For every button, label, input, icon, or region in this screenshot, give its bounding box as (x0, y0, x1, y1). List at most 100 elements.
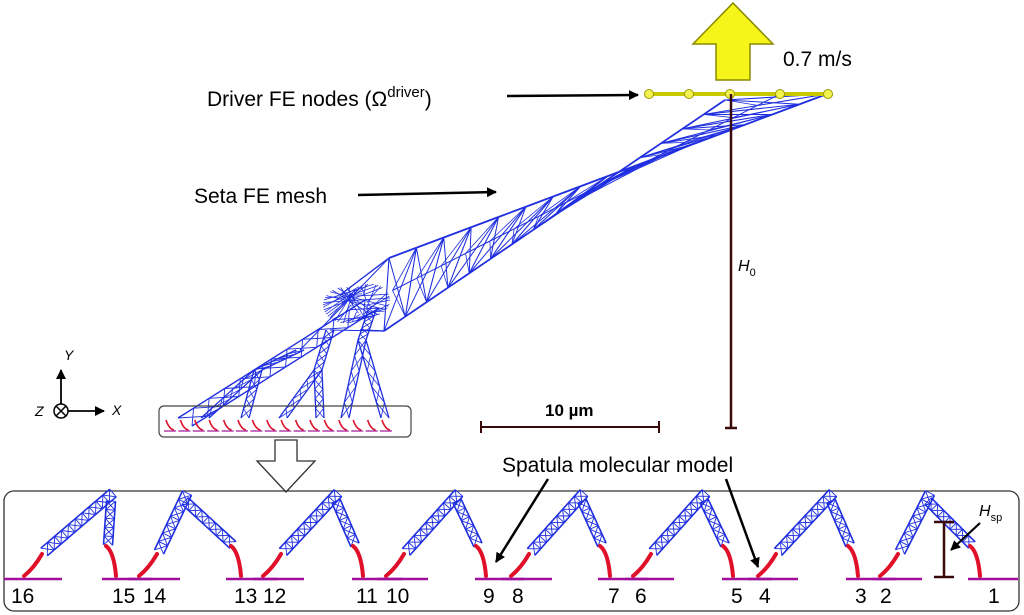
mesh-edge (357, 304, 390, 321)
driver-node (775, 89, 785, 99)
mesh-edge (460, 498, 466, 509)
mesh-edge (349, 313, 381, 324)
mesh-edge (454, 489, 464, 497)
mesh-edge (299, 257, 390, 351)
mesh-edge (440, 253, 466, 267)
spatula (878, 552, 900, 578)
mesh-edge (347, 371, 352, 387)
mesh-edge (297, 528, 306, 537)
mesh-edge (635, 144, 691, 168)
mesh-edge (404, 301, 428, 318)
mesh-edge (711, 528, 718, 539)
mesh-edge (191, 415, 208, 427)
mesh-edge (660, 535, 669, 543)
mini-spatula (222, 419, 232, 431)
mesh-edge (221, 388, 234, 400)
mesh-edge (426, 528, 434, 537)
spatula (474, 544, 488, 578)
mesh-edge (162, 532, 172, 538)
mesh-edge (908, 524, 918, 530)
mini-spatula (237, 419, 247, 431)
mesh-edge (468, 206, 527, 274)
spatula-number: 2 (880, 585, 892, 608)
mesh-edge (383, 247, 417, 332)
mini-spatulae (164, 419, 392, 432)
mesh-edge (182, 490, 192, 496)
mesh-edge (361, 321, 365, 329)
mesh-edge (916, 498, 922, 508)
mesh-edge (315, 508, 324, 517)
mesh-edge (443, 226, 472, 239)
mesh-edge (511, 196, 554, 245)
mesh-edge (314, 388, 324, 400)
mesh-edge (361, 355, 368, 372)
mesh-edge (540, 541, 548, 550)
mesh-edge (178, 494, 192, 500)
mesh-edge (826, 502, 832, 512)
mesh-edge (468, 516, 475, 526)
mesh-edge (95, 507, 103, 516)
mesh-edge (105, 517, 115, 520)
mesh-edge (673, 528, 681, 537)
mesh-edge (401, 541, 409, 550)
spatula-pointer-arrow-left (494, 478, 550, 563)
mesh-edge (334, 489, 342, 497)
mesh-edge (371, 315, 375, 323)
mesh-edge (105, 509, 116, 519)
mini-spatula (366, 419, 376, 431)
mesh-edge (325, 296, 351, 315)
spatula-number: 1 (988, 585, 1000, 608)
mesh-edge (452, 498, 462, 504)
mesh-edge (413, 528, 421, 537)
mesh-edge (490, 196, 554, 260)
mesh-edge (278, 408, 295, 419)
mesh-edge (701, 489, 711, 497)
mesh-edge (716, 533, 726, 539)
mesh-edge (53, 543, 62, 551)
mesh-edge (921, 498, 931, 505)
mesh-edge (841, 516, 848, 526)
mini-spatula (352, 419, 362, 431)
zoom-region-box (158, 405, 412, 438)
mesh-edge (490, 216, 499, 259)
mesh-edge (88, 506, 96, 515)
mesh-edge (426, 237, 445, 303)
mesh-edge (538, 528, 546, 537)
mesh-edge (442, 495, 450, 504)
spatula (261, 552, 283, 578)
mesh-edge (498, 205, 527, 218)
mesh-edge (585, 520, 591, 530)
mesh-edge (243, 398, 255, 409)
mesh-edge (346, 516, 353, 526)
mesh-edge (699, 498, 709, 504)
mesh-edge (300, 388, 309, 400)
mesh-edge (165, 515, 172, 525)
mesh-edge (682, 124, 745, 130)
h0-label: H0 (738, 258, 756, 279)
mesh-edge (666, 528, 675, 537)
mesh-edge (419, 528, 428, 537)
mesh-edge (617, 157, 641, 173)
mesh-edge (383, 402, 390, 419)
mesh-edge (689, 495, 697, 504)
mesh-edge (511, 185, 581, 245)
mesh-edge (805, 522, 813, 530)
mesh-edge (351, 288, 356, 307)
mesh-edge (334, 511, 341, 521)
spatula (756, 552, 778, 578)
mesh-edge (490, 243, 513, 260)
mesh-edge (426, 226, 472, 303)
mesh-edge (339, 507, 345, 521)
mesh-edge (67, 531, 76, 539)
mesh-edge (660, 134, 718, 156)
mesh-edge (248, 408, 253, 419)
mesh-edge (415, 541, 423, 550)
mesh-edge (374, 371, 381, 387)
mesh-edge (556, 508, 564, 517)
mesh-edge (102, 535, 105, 545)
mesh-edge (354, 534, 360, 544)
mesh-edge (313, 361, 325, 371)
mesh-edge (903, 528, 918, 534)
mesh-edge (407, 541, 416, 550)
